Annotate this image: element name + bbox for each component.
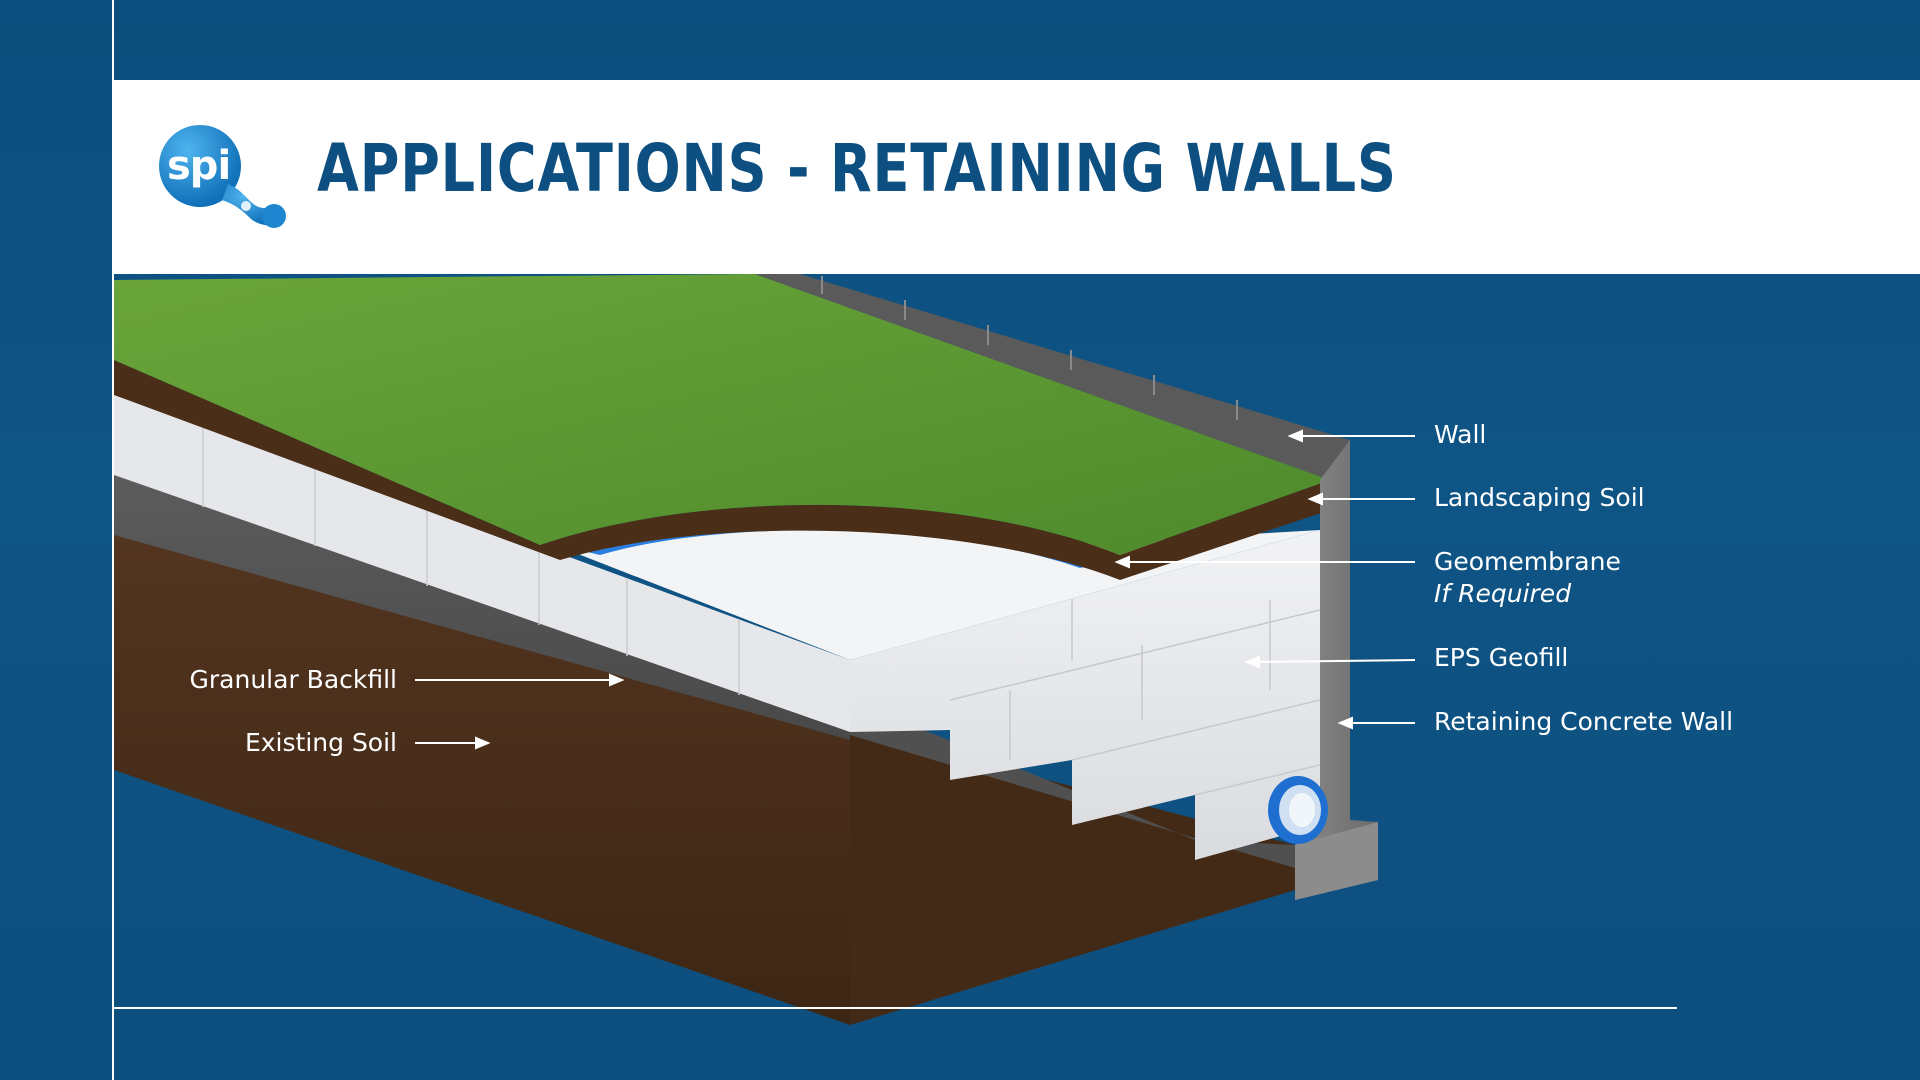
eps-left-block-lines	[202, 423, 740, 695]
granular-backfill-step	[850, 700, 1295, 868]
frame-vertical-line	[112, 0, 114, 1080]
header-band	[114, 80, 1920, 274]
label-existing-soil: Existing Soil	[244, 728, 397, 757]
concrete-wall-top	[755, 274, 1350, 480]
label-landscaping-soil: Landscaping Soil	[1434, 483, 1645, 512]
eps-front-face	[850, 530, 1320, 860]
frame-bottom-line	[114, 1007, 1677, 1009]
spi-logo	[159, 125, 286, 228]
leader-lines	[415, 429, 1416, 750]
label-eps-geofill: EPS Geofill	[1434, 643, 1569, 672]
label-retaining-concrete-wall: Retaining Concrete Wall	[1434, 707, 1734, 736]
drain-pipe	[1268, 776, 1328, 844]
page-title: APPLICATIONS - RETAINING WALLS	[317, 130, 1397, 207]
wall-cap-joints	[821, 276, 1238, 420]
grass-surface	[114, 274, 1330, 555]
label-geomembrane-note: If Required	[1434, 579, 1572, 608]
landscaping-soil	[114, 360, 1330, 580]
retaining-concrete-wall	[1295, 440, 1378, 900]
eps-front-block-lines	[949, 587, 1321, 796]
eps-left-face	[114, 390, 850, 732]
existing-soil-right	[850, 728, 1295, 1025]
label-geomembrane: Geomembrane	[1434, 547, 1621, 576]
granular-backfill	[114, 475, 850, 740]
wall-footing	[1295, 822, 1378, 900]
label-granular-backfill: Granular Backfill	[189, 665, 397, 694]
logo-text: spi	[167, 143, 231, 189]
existing-soil	[114, 530, 850, 1025]
label-wall: Wall	[1434, 420, 1487, 449]
